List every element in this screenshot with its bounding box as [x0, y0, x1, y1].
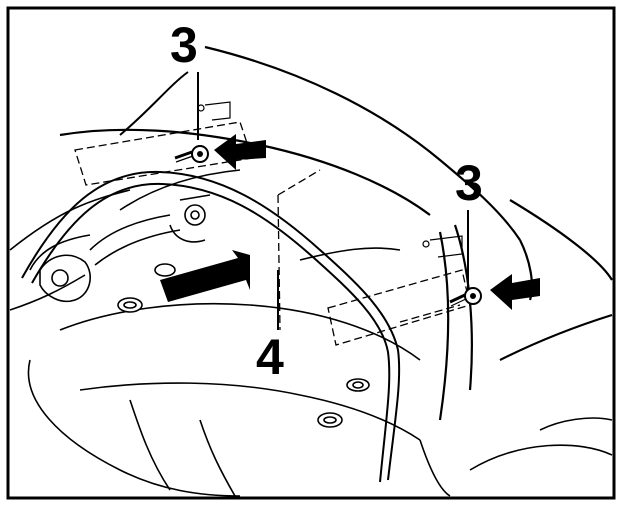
screw-icon — [449, 287, 482, 307]
lamp-housing — [59, 45, 613, 421]
callout-3-right: 3 — [455, 155, 483, 211]
grommets — [117, 263, 370, 428]
callout-4: 4 — [256, 329, 284, 385]
arrow-icon — [490, 274, 540, 310]
small-tabs — [197, 101, 463, 258]
figure-frame — [6, 6, 616, 500]
arrow-icon — [160, 250, 250, 302]
mount-bracket — [39, 194, 211, 303]
callout-3-left: 3 — [170, 17, 198, 73]
leader-lines — [119, 71, 469, 330]
screw-icon — [174, 145, 209, 163]
dashed-reference-boxes — [74, 121, 471, 346]
body-contours — [9, 169, 613, 497]
arrow-icon — [214, 134, 266, 170]
cable — [21, 170, 401, 483]
